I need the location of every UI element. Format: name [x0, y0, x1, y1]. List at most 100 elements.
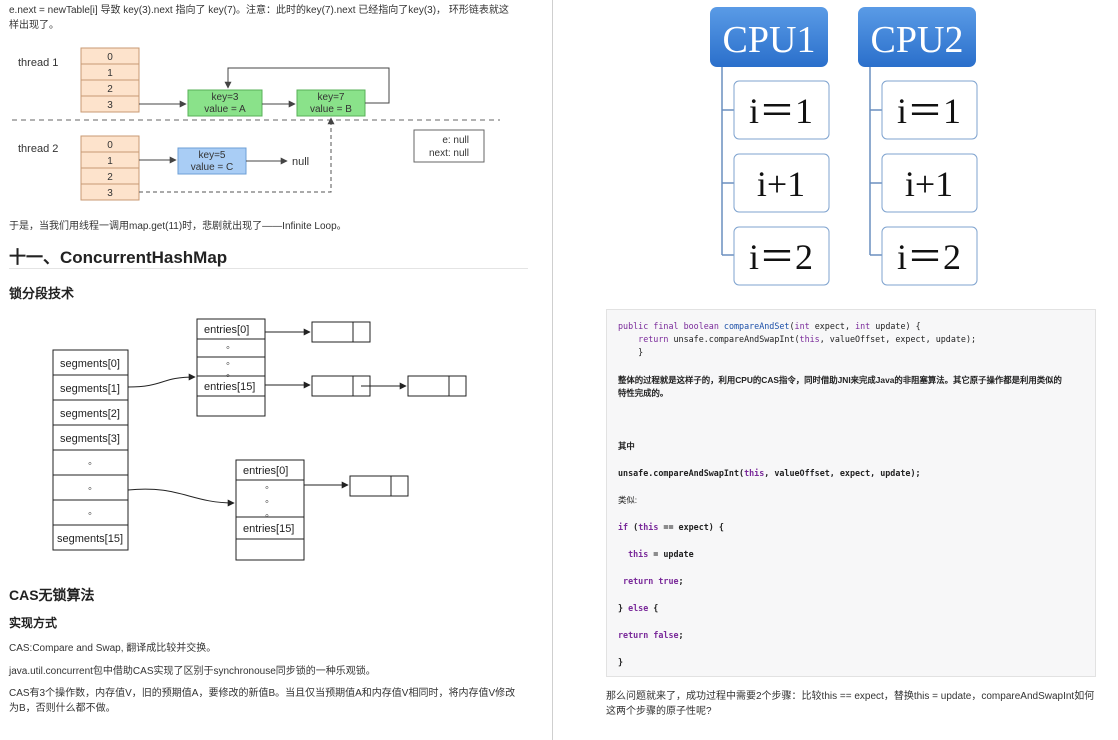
code-assign: this = update — [628, 549, 694, 559]
cpu2-item-3 — [881, 226, 978, 286]
subheading-lock: 锁分段技术 — [9, 286, 75, 301]
node-key3 — [187, 89, 263, 117]
thread1-label: thread 1 — [18, 57, 58, 69]
code-close-1: } — [638, 347, 644, 357]
entries-bottom-dot-1: ◦ — [265, 482, 269, 494]
node-key7-line2: value = B — [310, 104, 352, 115]
entry-node-c — [407, 375, 467, 397]
cpu1-label: CPU1 — [723, 19, 816, 61]
section-heading: 十一、ConcurrentHashMap — [9, 248, 228, 267]
segment-label-2: segments[2] — [60, 408, 120, 420]
cpu-diagram: CPU1 i＝1 i+1 i＝2 CPU2 i＝1 i+1 i＝2 — [710, 7, 978, 286]
segment-cell-6 — [52, 499, 129, 526]
node-key7-line1: key=7 — [318, 92, 345, 103]
legend-e: e: null — [442, 135, 469, 146]
entries-top-dot-1: ◦ — [226, 342, 230, 354]
impl-heading: 实现方式 — [9, 616, 58, 630]
segment-cell-3 — [52, 424, 129, 451]
code-else: } else { — [618, 603, 659, 613]
t1-bucket-label-2: 2 — [107, 84, 113, 95]
t2-bucket-label-3: 3 — [107, 188, 113, 199]
node-key5 — [177, 147, 247, 175]
cpu2-item-1-text: i＝1 — [897, 91, 961, 131]
cpu1-item-2-text: i+1 — [757, 164, 805, 204]
t2-bucket-label-1: 1 — [107, 156, 113, 167]
cpu2-item-1 — [881, 80, 978, 140]
segment-cell-1 — [52, 374, 129, 401]
code-return: return unsafe.compareAndSwapInt(this, va… — [638, 334, 977, 344]
segment-cell-7 — [52, 524, 129, 551]
thread2-label: thread 2 — [18, 143, 58, 155]
segment-label-3: segments[3] — [60, 433, 120, 445]
entry-node-a — [311, 321, 371, 343]
code-prose-2: 其中 — [618, 441, 635, 451]
segment-label-4: ◦ — [88, 458, 92, 470]
entries-top-15: entries[15] — [204, 381, 255, 393]
cpu1-box — [710, 7, 828, 67]
entry-node-d — [349, 475, 409, 497]
segment-cell-5 — [52, 474, 129, 501]
closing-line-1: 那么问题就来了，成功过程中需要2个步骤：比较this == expect，替换t… — [606, 691, 1095, 702]
node-key5-line2: value = C — [191, 162, 234, 173]
intro-line-1: e.next = newTable[i] 导致 key(3).next 指向了 … — [9, 5, 509, 16]
segment-label-6: ◦ — [88, 508, 92, 520]
code-return-true: return true; — [623, 576, 684, 586]
entries-bottom-15: entries[15] — [243, 523, 294, 535]
infinite-loop-text: 于是，当我们用线程一调用map.get(11)时，悲剧就出现了——Infinit… — [9, 221, 347, 232]
legend-next: next: null — [429, 148, 469, 159]
right-page: CPU1 i＝1 i+1 i＝2 CPU2 i＝1 i+1 i＝2 public… — [553, 0, 1118, 740]
t1-bucket-label-1: 1 — [107, 68, 113, 79]
entries-bottom-dot-3: ◦ — [265, 510, 269, 522]
cpu1-item-1 — [733, 80, 830, 140]
heading-rule — [9, 268, 528, 269]
code-return-false: return false; — [618, 630, 684, 640]
cpu2-item-2 — [881, 153, 978, 213]
t2-bucket-label-2: 2 — [107, 172, 113, 183]
cpu2-label: CPU2 — [871, 19, 964, 61]
t1-bucket-label-0: 0 — [107, 52, 113, 63]
cpu2-item-2-text: i+1 — [905, 164, 953, 204]
entries-bottom-0: entries[0] — [243, 465, 288, 477]
cpu1-item-1-text: i＝1 — [749, 91, 813, 131]
segment-label-0: segments[0] — [60, 358, 120, 370]
segment-label-1: segments[1] — [60, 383, 120, 395]
segment-cell-2 — [52, 399, 129, 426]
segments-diagram: segments[0] segments[1] segments[2] segm… — [52, 318, 467, 561]
closing-line-2: 这两个步骤的原子性呢? — [606, 706, 712, 717]
intro-line-2: 样出现了。 — [9, 20, 59, 31]
node-key3-line1: key=3 — [212, 92, 239, 103]
entries-top-dot-3: ◦ — [226, 370, 230, 382]
t2-bucket-label-0: 0 — [107, 140, 113, 151]
cas-para-1: CAS:Compare and Swap, 翻译成比较并交换。 — [9, 643, 217, 654]
cas-para-3-line2: 为B，否则什么都不做。 — [9, 703, 116, 714]
cas-heading: CAS无锁算法 — [9, 587, 95, 603]
cpu1-item-3 — [733, 226, 830, 286]
code-if: if (this == expect) { — [618, 522, 724, 532]
entries-top-dot-2: ◦ — [226, 358, 230, 370]
cpu2-item-3-text: i＝2 — [897, 237, 961, 277]
code-block: public final boolean compareAndSet(int e… — [606, 309, 1096, 677]
code-prose-1b: 特性完成的。 — [618, 388, 669, 398]
segment-label-7: segments[15] — [57, 533, 123, 545]
code-unsafe-call: unsafe.compareAndSwapInt(this, valueOffs… — [618, 468, 921, 478]
cpu1-item-2 — [733, 153, 830, 213]
entries-bottom-dot-2: ◦ — [265, 496, 269, 508]
legend-box — [413, 129, 485, 163]
code-similar: 类似: — [618, 495, 638, 505]
hashmap-loop-diagram: thread 1 0 1 2 3 key=3 value = A key=7 v… — [12, 47, 500, 201]
cpu2-box — [858, 7, 976, 67]
t1-bucket-label-3: 3 — [107, 100, 113, 111]
node-key3-line2: value = A — [204, 104, 246, 115]
entries-top-0: entries[0] — [204, 324, 249, 336]
segment-label-5: ◦ — [88, 483, 92, 495]
segment-cell-4 — [52, 449, 129, 476]
cpu1-item-3-text: i＝2 — [749, 237, 813, 277]
code-prose-1a: 整体的过程就是这样子的，利用CPU的CAS指令，同时借助JNI来完成Java的非… — [618, 375, 1062, 385]
node-key5-line1: key=5 — [199, 150, 226, 161]
cas-para-2: java.util.concurrent包中借助CAS实现了区别于synchro… — [9, 666, 376, 677]
left-page: e.next = newTable[i] 导致 key(3).next 指向了 … — [0, 0, 552, 740]
page-divider — [552, 0, 553, 740]
cas-para-3-line1: CAS有3个操作数，内存值V，旧的预期值A，要修改的新值B。当且仅当预期值A和内… — [9, 688, 516, 699]
code-close-2: } — [618, 657, 624, 667]
null-label: null — [292, 156, 309, 168]
